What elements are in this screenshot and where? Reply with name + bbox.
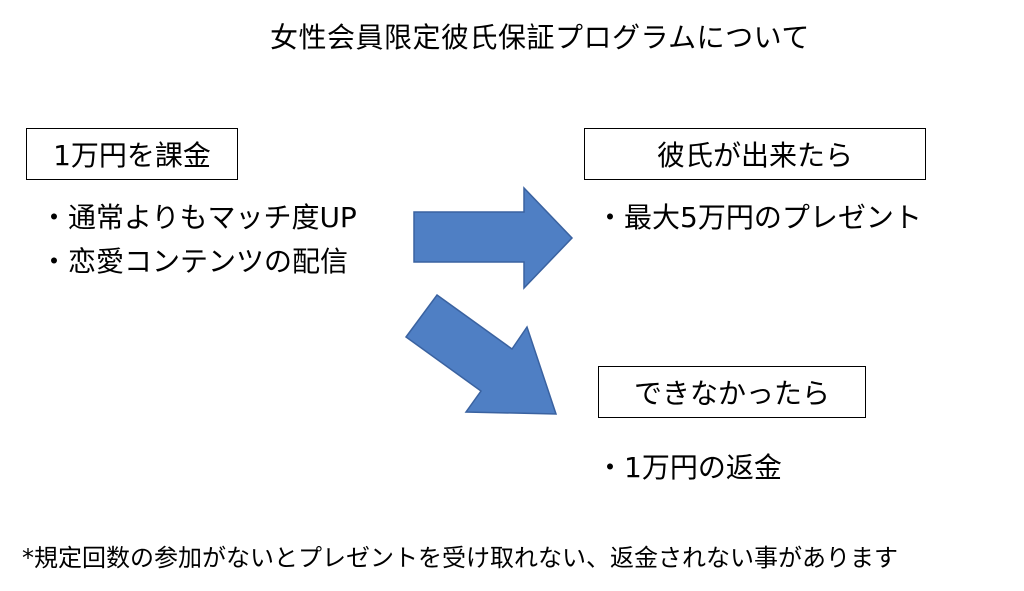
partner-not-found-box: できなかったら [598,366,866,418]
charge-box: 1万円を課金 [26,128,238,180]
refund-item: ・1万円の返金 [596,451,782,484]
partner-found-list: ・最大5万円のプレゼント [596,196,922,240]
reward-item-present: ・最大5万円のプレゼント [596,201,922,234]
down-right-arrow [404,293,558,415]
charge-box-label: 1万円を課金 [53,139,211,172]
partner-not-found-label: できなかったら [633,377,830,410]
benefit-item-content: ・恋愛コンテンツの配信 [40,245,349,278]
partner-not-found-list: ・1万円の返金 [596,446,782,490]
benefit-item-match: ・通常よりもマッチ度UP [40,201,357,234]
right-arrow [413,186,574,290]
slide-title: 女性会員限定彼氏保証プログラムについて [270,21,810,54]
charge-benefits-list: ・通常よりもマッチ度UP ・恋愛コンテンツの配信 [40,196,357,284]
partner-found-label: 彼氏が出来たら [656,139,853,172]
footnote: *規定回数の参加がないとプレゼントを受け取れない、返金されない事があります [22,544,898,572]
partner-found-box: 彼氏が出来たら [584,128,926,180]
